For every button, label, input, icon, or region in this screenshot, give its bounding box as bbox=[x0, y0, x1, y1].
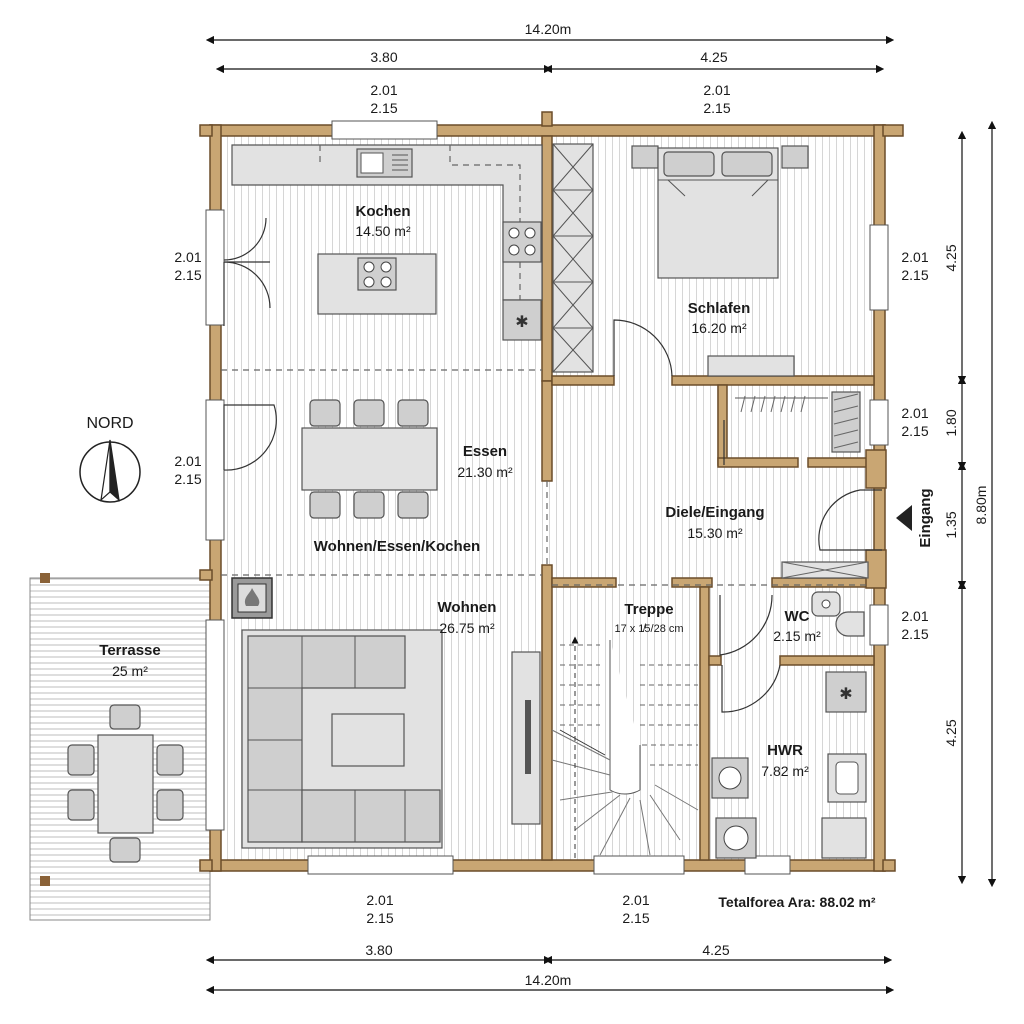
svg-text:✱: ✱ bbox=[515, 314, 528, 331]
dryer-icon bbox=[825, 671, 867, 713]
staircase bbox=[551, 636, 699, 858]
closet-shelves bbox=[735, 391, 861, 453]
room-name-terrasse: Terrasse bbox=[99, 642, 160, 659]
room-name-treppe: Treppe bbox=[624, 601, 673, 618]
svg-text:2.15: 2.15 bbox=[174, 471, 201, 487]
entrance-label: Eingang bbox=[917, 488, 934, 547]
svg-text:2.15: 2.15 bbox=[366, 910, 393, 926]
terrace-table bbox=[67, 704, 184, 863]
window-label: 2.01 2.15 bbox=[901, 249, 928, 283]
room-area-wohnen: 26.75 m² bbox=[439, 620, 495, 636]
room-name-essen: Essen bbox=[463, 443, 507, 460]
svg-text:2.01: 2.01 bbox=[901, 608, 928, 624]
svg-text:2.01: 2.01 bbox=[901, 405, 928, 421]
room-name-wohnen: Wohnen bbox=[438, 599, 497, 616]
window-label: 2.01 2.15 bbox=[901, 608, 928, 642]
wall-cooktop-icon bbox=[502, 221, 542, 263]
dim-bottom-right: 4.25 bbox=[702, 942, 729, 958]
room-area-kochen: 14.50 m² bbox=[355, 223, 411, 239]
svg-text:2.01: 2.01 bbox=[370, 82, 397, 98]
room-name-kochen: Kochen bbox=[355, 203, 410, 220]
room-name-combined: Wohnen/Essen/Kochen bbox=[314, 538, 480, 555]
svg-text:2.01: 2.01 bbox=[174, 453, 201, 469]
room-area-wc: 2.15 m² bbox=[773, 628, 821, 644]
north-label: NORD bbox=[86, 415, 133, 432]
svg-text:2.01: 2.01 bbox=[366, 892, 393, 908]
wc-fixtures bbox=[811, 591, 865, 637]
room-area-essen: 21.30 m² bbox=[457, 464, 513, 480]
dim-top-right: 4.25 bbox=[700, 49, 727, 65]
dim-right-segment: 1.35 bbox=[943, 511, 959, 538]
window-label: 2.01 2.15 bbox=[366, 892, 393, 926]
dining-table bbox=[301, 399, 438, 519]
stair-spec: 17 x 1̸5/28 cm bbox=[614, 623, 683, 635]
dim-right-segment: 4.25 bbox=[943, 244, 959, 271]
dim-bottom-left: 3.80 bbox=[365, 942, 392, 958]
svg-text:2.15: 2.15 bbox=[901, 626, 928, 642]
svg-text:2.15: 2.15 bbox=[622, 910, 649, 926]
window-label: 2.01 2.15 bbox=[370, 82, 397, 116]
svg-text:✱: ✱ bbox=[839, 686, 852, 703]
kitchen-island bbox=[317, 253, 437, 315]
dimension-lines bbox=[205, 35, 997, 995]
tv-board bbox=[511, 651, 541, 825]
doors bbox=[223, 217, 882, 713]
svg-text:2.01: 2.01 bbox=[174, 249, 201, 265]
dim-total-bottom: 14.20m bbox=[525, 972, 572, 988]
wardrobe bbox=[552, 143, 594, 373]
svg-text:2.01: 2.01 bbox=[901, 249, 928, 265]
room-name-wc: WC bbox=[785, 608, 810, 625]
window-label: 2.01 2.15 bbox=[174, 453, 201, 487]
hwr-fixtures: ✱ bbox=[711, 671, 867, 859]
entrance-cabinet bbox=[781, 561, 869, 579]
svg-text:2.15: 2.15 bbox=[901, 267, 928, 283]
double-bed bbox=[631, 145, 809, 279]
room-dividers bbox=[221, 369, 870, 586]
shelf bbox=[821, 817, 867, 859]
windows bbox=[205, 120, 889, 875]
svg-text:2.01: 2.01 bbox=[622, 892, 649, 908]
dresser bbox=[707, 355, 795, 377]
kitchen-counter: ✱ bbox=[231, 144, 543, 341]
svg-text:2.15: 2.15 bbox=[370, 100, 397, 116]
room-name-diele: Diele/Eingang bbox=[665, 504, 764, 521]
coffee-table bbox=[331, 713, 405, 767]
svg-text:2.15: 2.15 bbox=[174, 267, 201, 283]
dim-right-segment: 4.25 bbox=[943, 719, 959, 746]
room-area-terrasse: 25 m² bbox=[112, 663, 148, 679]
window-label: 2.01 2.15 bbox=[174, 249, 201, 283]
dim-right-segment: 1.80 bbox=[943, 409, 959, 436]
total-area: Tetalforea Ara: 88.02 m² bbox=[718, 894, 876, 910]
dim-total-top: 14.20m bbox=[525, 21, 572, 37]
dishwasher-icon bbox=[502, 299, 542, 341]
svg-text:2.01: 2.01 bbox=[703, 82, 730, 98]
svg-text:2.15: 2.15 bbox=[703, 100, 730, 116]
room-name-hwr: HWR bbox=[767, 742, 803, 759]
entrance-arrow-icon bbox=[896, 505, 912, 531]
north-arrow-icon bbox=[79, 439, 141, 503]
window-label: 2.01 2.15 bbox=[622, 892, 649, 926]
room-area-diele: 15.30 m² bbox=[687, 525, 743, 541]
dim-top-left: 3.80 bbox=[370, 49, 397, 65]
room-area-hwr: 7.82 m² bbox=[761, 763, 809, 779]
room-area-schlafen: 16.20 m² bbox=[691, 320, 747, 336]
svg-text:2.15: 2.15 bbox=[901, 423, 928, 439]
dim-right-total: 8.80m bbox=[973, 486, 989, 525]
window-label: 2.01 2.15 bbox=[703, 82, 730, 116]
window-label: 2.01 2.15 bbox=[901, 405, 928, 439]
fireplace-icon bbox=[231, 577, 273, 619]
room-name-schlafen: Schlafen bbox=[688, 300, 751, 317]
toilet-icon bbox=[835, 611, 865, 637]
